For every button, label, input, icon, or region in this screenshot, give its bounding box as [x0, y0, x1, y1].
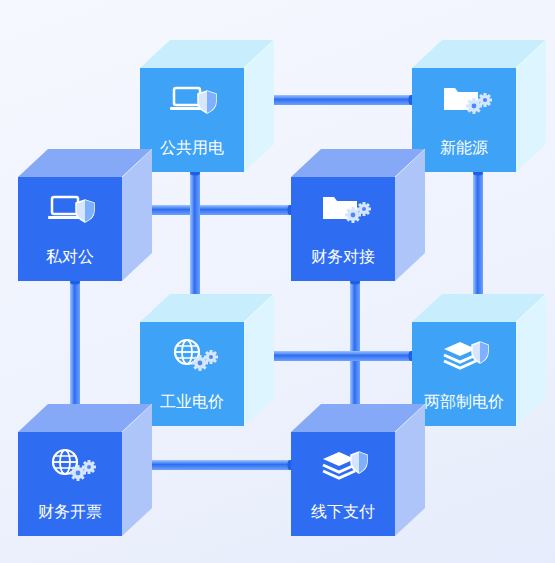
node-icon	[53, 450, 96, 481]
node-label-row: 公共用电	[140, 138, 244, 158]
node-icon	[323, 197, 371, 223]
cube-box: 公共用电	[140, 68, 244, 172]
node-icon	[175, 340, 218, 371]
cube-box: 线下支付	[291, 432, 395, 536]
node-icon	[444, 342, 488, 368]
cube-shape	[18, 402, 158, 542]
cube-box: 私对公	[18, 177, 122, 281]
node-label-row: 两部制电价	[412, 392, 516, 412]
node-label-row: 工业电价	[140, 392, 244, 412]
node-label: 财务开票	[38, 502, 102, 521]
cube-box: 财务开票	[18, 432, 122, 536]
node-label-row: 财务对接	[291, 247, 395, 267]
node-icon	[48, 197, 94, 222]
node-label: 线下支付	[311, 502, 375, 521]
cube-shape	[412, 38, 552, 178]
node-icon	[323, 452, 367, 478]
cube-box: 工业电价	[140, 322, 244, 426]
node-label: 新能源	[440, 138, 488, 157]
cube-shape	[412, 292, 552, 432]
node-label-row: 私对公	[18, 247, 122, 267]
cube-box: 两部制电价	[412, 322, 516, 426]
node-label: 两部制电价	[424, 392, 504, 411]
node-icon	[444, 88, 492, 114]
node-label: 财务对接	[311, 247, 375, 266]
node-label: 工业电价	[160, 392, 224, 411]
node-label-row: 线下支付	[291, 502, 395, 522]
cube-box: 新能源	[412, 68, 516, 172]
node-label-row: 财务开票	[18, 502, 122, 522]
node-label-row: 新能源	[412, 138, 516, 158]
node-icon	[170, 88, 216, 113]
cube-box: 财务对接	[291, 177, 395, 281]
node-label: 私对公	[46, 247, 94, 266]
cube-shape	[291, 147, 431, 287]
cube-shape	[140, 292, 280, 432]
node-label: 公共用电	[160, 138, 224, 157]
cube-shape	[140, 38, 280, 178]
cube-shape	[18, 147, 158, 287]
cube-shape	[291, 402, 431, 542]
